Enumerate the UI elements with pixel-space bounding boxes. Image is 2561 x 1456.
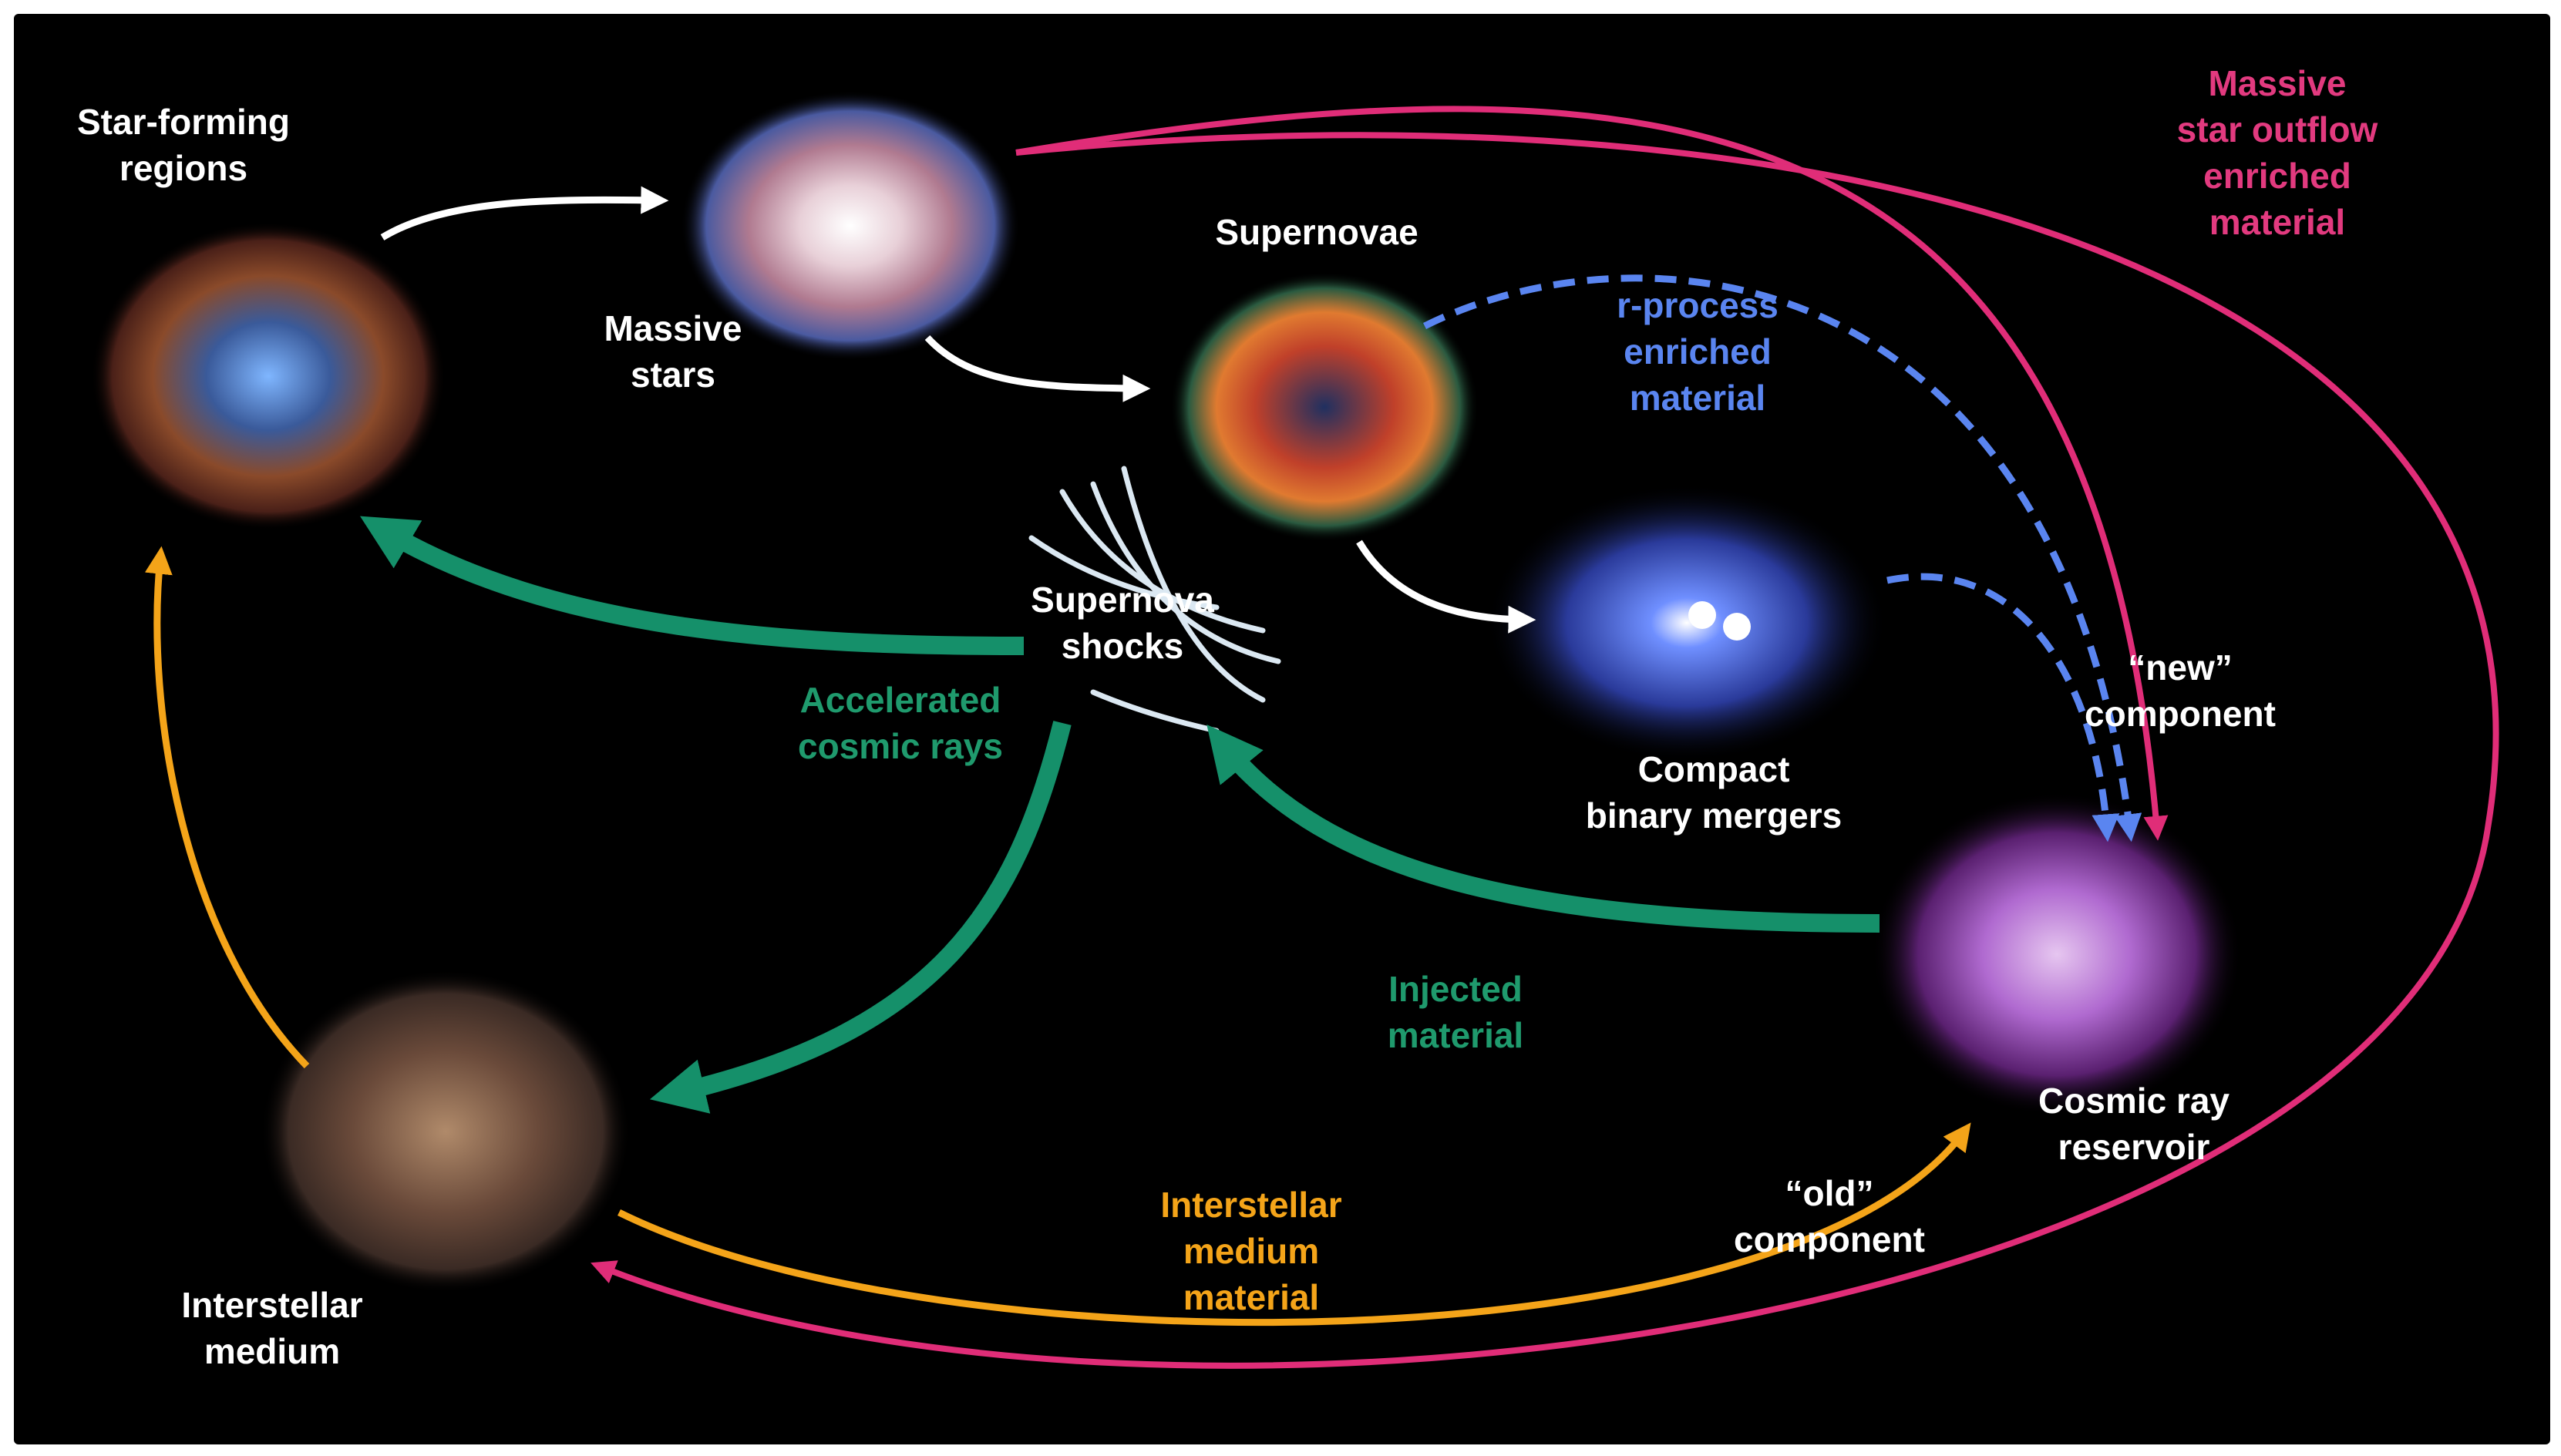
ism-to-reservoir-arrow bbox=[618, 1122, 1971, 1327]
injected-to-shocks-arrow bbox=[1206, 725, 1880, 933]
cosmic-ray-reservoir-image bbox=[1872, 792, 2242, 1116]
massive-star-image bbox=[681, 91, 1020, 361]
label-supernovae: Supernovae bbox=[1215, 212, 1418, 252]
merger-star-1 bbox=[1688, 601, 1716, 629]
supernova-to-merger-arrow bbox=[1356, 540, 1536, 634]
interstellar-medium-image bbox=[261, 970, 631, 1293]
ism-to-starforming-arrow bbox=[144, 546, 310, 1069]
supernova-shock-arcs bbox=[1028, 466, 1281, 734]
outflow-to-ism-arrow bbox=[591, 132, 2499, 1369]
binary-merger-image bbox=[1486, 484, 1887, 762]
accelerated-to-starforming-arrow bbox=[359, 516, 1025, 655]
supernova-remnant-image bbox=[1170, 272, 1479, 542]
massive-to-supernova-arrow bbox=[924, 335, 1151, 402]
rprocess-arrow-from-mergers bbox=[1886, 573, 2120, 842]
accelerated-to-ism-arrow bbox=[649, 721, 1072, 1114]
label-old-component: “old”component bbox=[1734, 1173, 1925, 1259]
starforming-to-massive-arrow bbox=[380, 186, 669, 240]
label-new-component: “new”component bbox=[2085, 647, 2276, 734]
rprocess-arrow-from-supernova bbox=[1422, 274, 2142, 842]
cosmic-ray-cycle-diagram bbox=[91, 91, 2499, 1369]
merger-star-2 bbox=[1723, 613, 1751, 641]
star-forming-region-image bbox=[91, 222, 446, 530]
